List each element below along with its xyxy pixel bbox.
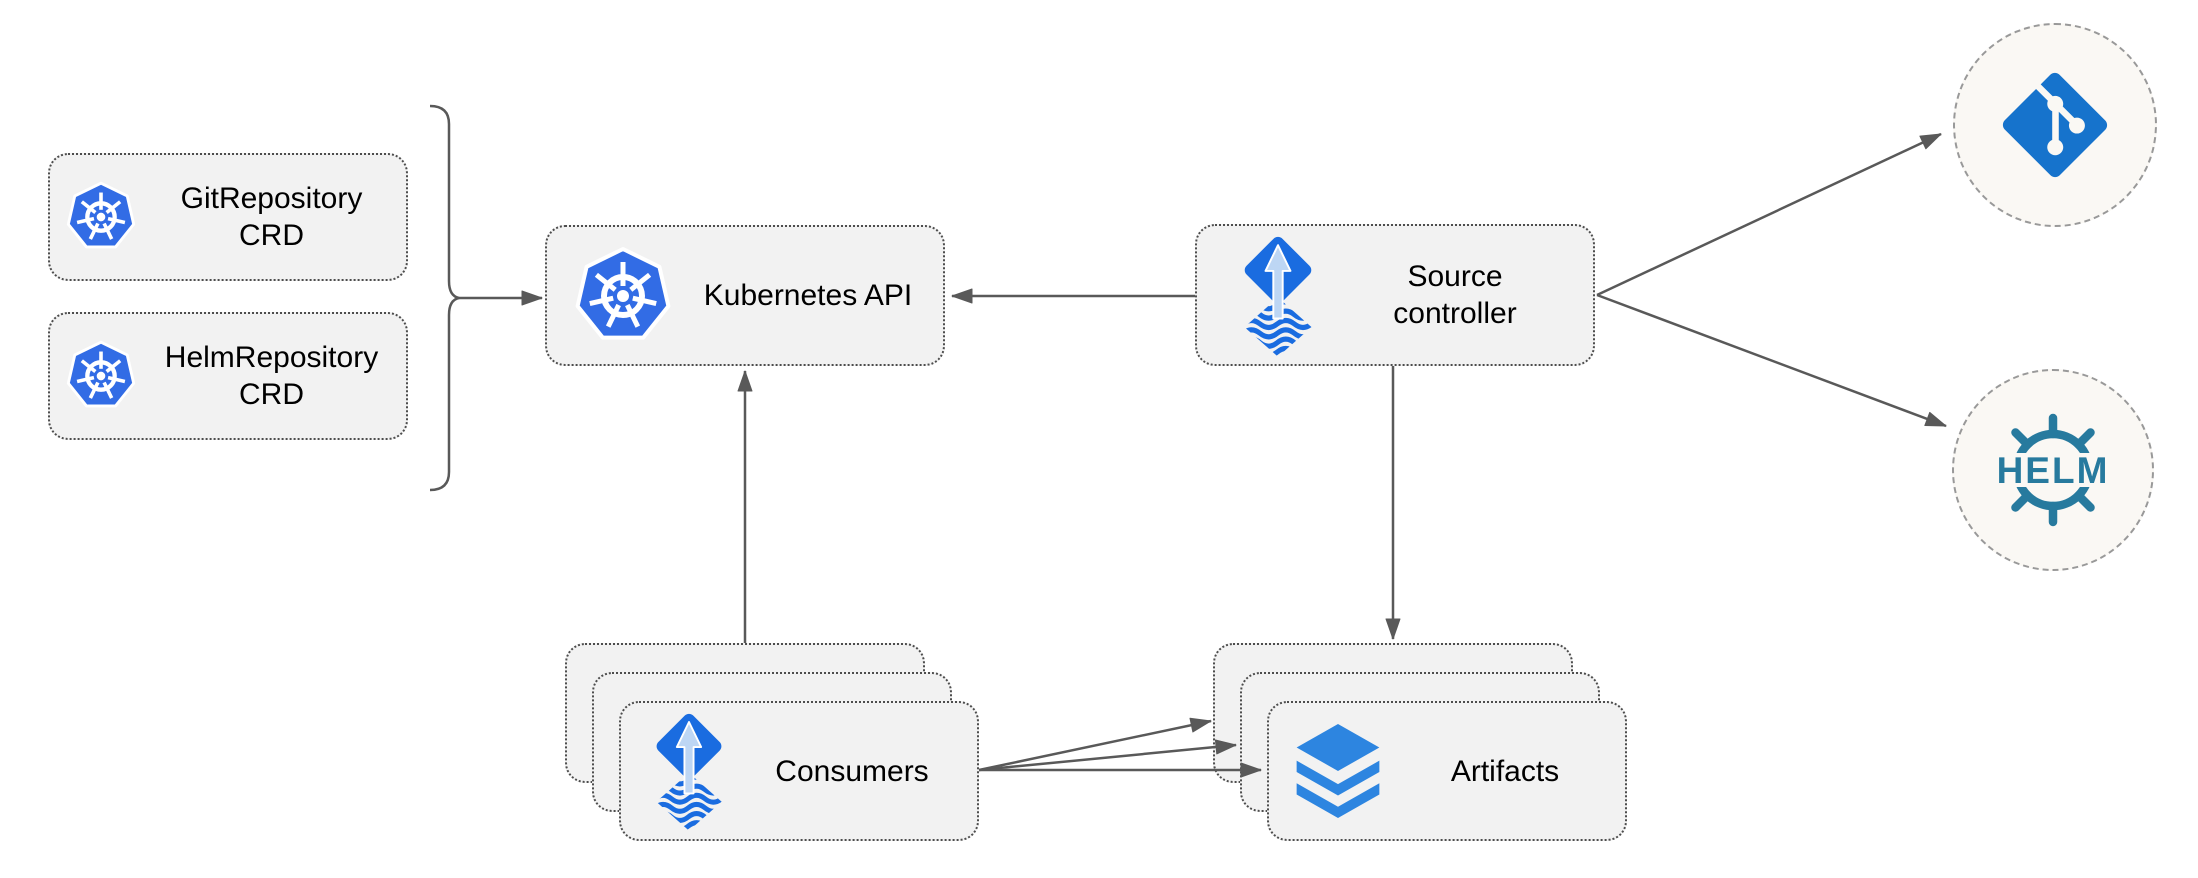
brace-crds xyxy=(429,104,460,492)
edge-source-to-helm xyxy=(1596,293,1947,428)
edge-consumers-to-artifacts-2 xyxy=(978,739,1237,772)
flux-icon xyxy=(651,712,727,830)
node-helmrepository-crd: HelmRepository CRD xyxy=(48,312,408,440)
node-consumers: Consumers xyxy=(619,701,979,841)
edge-source-to-git xyxy=(1596,132,1942,297)
node-git-endpoint xyxy=(1953,23,2157,227)
kubernetes-icon xyxy=(65,340,137,412)
kubernetes-icon xyxy=(65,181,137,253)
node-label: Consumers xyxy=(775,754,929,788)
edge-consumers-to-artifacts-1 xyxy=(978,717,1212,772)
helm-icon: HELM xyxy=(1980,413,2126,527)
node-label: HelmRepository CRD xyxy=(164,341,379,411)
node-label: Artifacts xyxy=(1450,754,1560,788)
kubernetes-icon xyxy=(573,246,673,346)
git-icon xyxy=(2002,72,2108,178)
layers-icon xyxy=(1291,722,1385,820)
node-kubernetes-api: Kubernetes API xyxy=(545,225,945,366)
node-label: Source controller xyxy=(1393,260,1517,330)
node-gitrepository-crd: GitRepository CRD xyxy=(48,153,408,281)
node-source-controller: Source controller xyxy=(1195,224,1595,366)
node-label: Kubernetes API xyxy=(703,279,913,312)
helm-logo-text: HELM xyxy=(1997,450,2110,491)
node-label: GitRepository CRD xyxy=(180,182,363,252)
flux-icon xyxy=(1239,235,1317,356)
node-artifacts: Artifacts xyxy=(1267,701,1627,841)
node-helm-endpoint: HELM xyxy=(1952,369,2154,571)
